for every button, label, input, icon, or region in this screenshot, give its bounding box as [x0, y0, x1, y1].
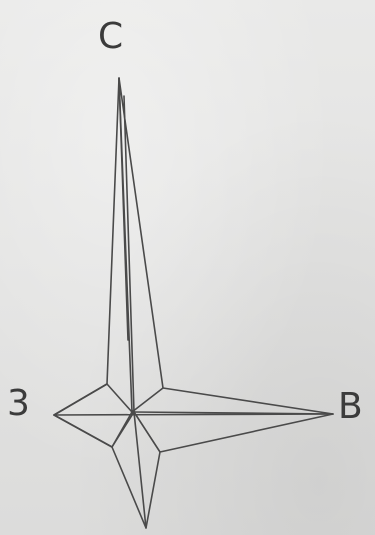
- top-spike-ridge: [119, 78, 128, 340]
- label-left: 3: [7, 383, 30, 424]
- bottom-spike-ridge: [134, 412, 146, 528]
- right-ridge: [134, 412, 333, 414]
- left-spike-upper-edge: [54, 384, 107, 415]
- star-outline: [54, 78, 333, 528]
- center-point: [131, 410, 135, 414]
- label-top: C: [98, 16, 123, 57]
- bottom-spike-left: [112, 412, 134, 447]
- right-inner-upper: [132, 388, 163, 412]
- left-inner-upper: [107, 384, 132, 412]
- label-right: B: [338, 386, 363, 427]
- left-spike-lower-edge: [54, 415, 112, 447]
